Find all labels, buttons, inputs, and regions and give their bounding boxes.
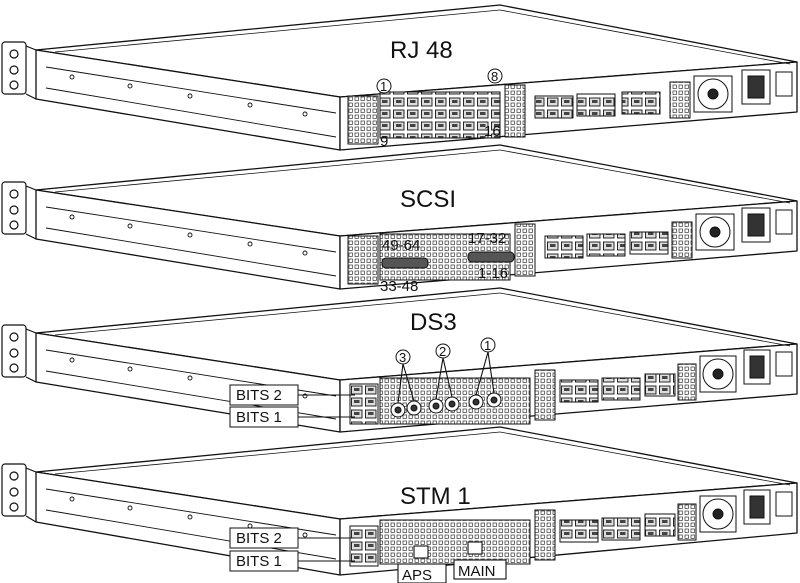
front-modules (349, 489, 793, 567)
side-screws (69, 496, 308, 538)
front-modules (349, 349, 793, 425)
panel-ds3: DS3 3 2 1 BITS 2 BITS 1 (1, 287, 798, 433)
bits-label: BITS 1 (236, 409, 282, 426)
bits-label-boxes (229, 384, 355, 428)
port-label: 9 (380, 133, 388, 150)
bits-label: BITS 2 (236, 530, 282, 547)
mounting-ear (1, 41, 37, 100)
side-rail-line (45, 488, 337, 536)
bits-label: BITS 2 (236, 387, 282, 404)
panel-title: DS3 (410, 309, 457, 336)
top-edge-line (499, 292, 791, 347)
panel-title: RJ 48 (390, 37, 453, 64)
sfp-port-callouts (397, 541, 507, 583)
side-rail-line (45, 206, 337, 253)
mounting-ear (1, 324, 37, 383)
coax-label: 1 (484, 338, 491, 353)
panel-scsi: SCSI 49-64 17-32 33-48 1-16 (1, 144, 798, 295)
top-edge-line (54, 9, 501, 53)
mounting-ear (1, 181, 37, 240)
side-screws (69, 74, 308, 117)
panel-title: STM 1 (400, 483, 471, 510)
coax-callout-circle (395, 349, 411, 365)
port-range-label: 1-16 (478, 265, 508, 282)
side-screws (69, 214, 308, 256)
aps-port-label: APS (402, 567, 432, 583)
bits-label: BITS 1 (236, 553, 282, 570)
port-range-label: 17-32 (468, 230, 506, 247)
top-edge-line (54, 431, 501, 475)
mounting-ear (1, 463, 37, 523)
panel-stm1: STM 1 BITS 2 BITS 1 APS MAIN (1, 426, 798, 583)
port-callout-circle (376, 78, 392, 94)
top-edge-line (499, 149, 791, 204)
coax-label: 3 (399, 350, 406, 365)
panel-title: SCSI (400, 186, 456, 213)
side-rail-line (45, 227, 337, 277)
port-label: 1 (380, 79, 387, 94)
coax-label: 2 (439, 344, 446, 359)
front-modules (347, 69, 793, 145)
coax-callout-circle (435, 343, 451, 359)
side-rail-line (45, 66, 337, 114)
coax-callout-circle (480, 337, 496, 353)
top-edge-line (499, 9, 791, 65)
panel-rj48: RJ 48 1 8 9 16 (1, 4, 798, 151)
main-port-label: MAIN (458, 563, 496, 580)
top-edge-line (499, 431, 791, 486)
side-rail-line (45, 87, 337, 138)
port-callout-circle (487, 68, 503, 84)
top-edge-line (54, 149, 501, 193)
bits-label-boxes (229, 527, 355, 572)
port-range-label: 49-64 (382, 237, 420, 254)
port-label: 8 (491, 69, 498, 84)
port-label: 16 (484, 123, 501, 140)
top-edge-line (54, 292, 501, 336)
front-modules (347, 207, 793, 285)
port-range-label: 33-48 (380, 278, 418, 295)
